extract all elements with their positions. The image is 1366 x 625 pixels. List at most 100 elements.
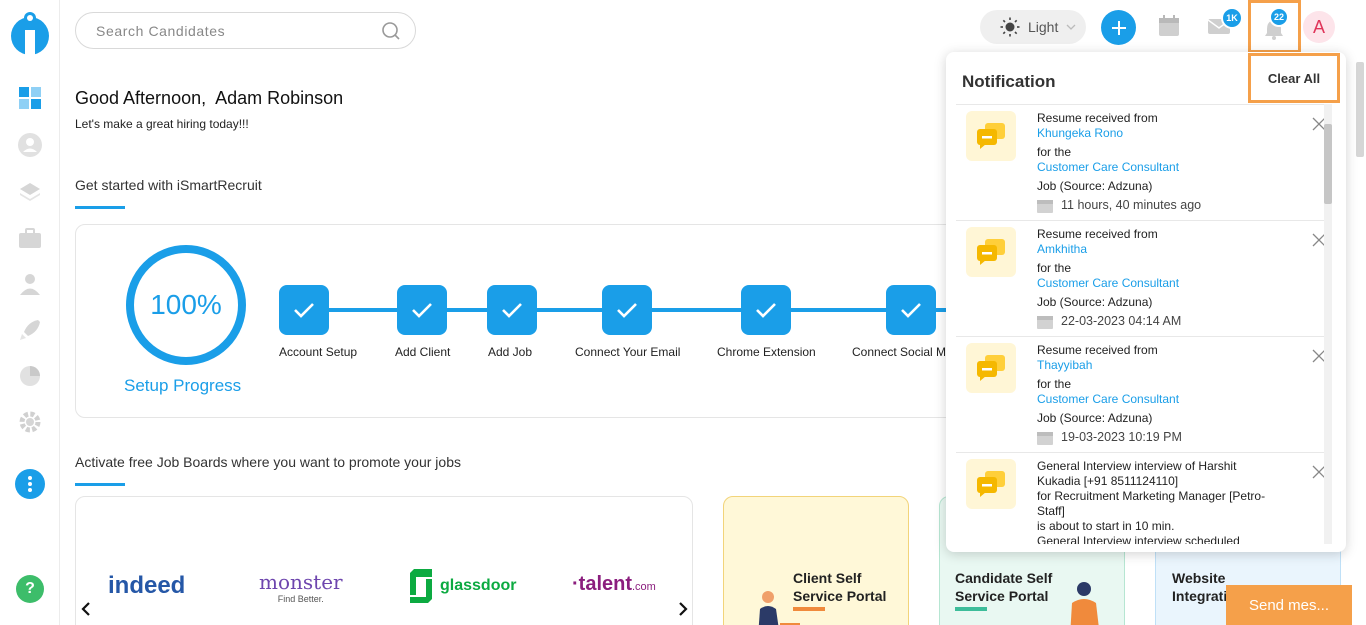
glassdoor-logo[interactable]: glassdoor	[410, 569, 516, 603]
help-button[interactable]: ?	[16, 575, 44, 603]
notification-source: Job (Source: Adzuna)	[1037, 179, 1153, 193]
close-icon[interactable]	[1312, 465, 1324, 479]
job-title-link[interactable]: Customer Care Consultant	[1037, 160, 1180, 174]
user-avatar[interactable]: A	[1303, 11, 1335, 43]
calendar-icon	[1037, 431, 1053, 445]
reports-pie-icon[interactable]	[18, 364, 42, 388]
candidate-name-link[interactable]: Amkhitha	[1037, 242, 1088, 256]
carousel-next-arrow-icon[interactable]	[678, 601, 688, 622]
notification-content: General Interview interview of Harshit K…	[1037, 459, 1272, 544]
notification-count-badge: 22	[1269, 7, 1289, 27]
step-connect-social[interactable]	[886, 285, 936, 335]
notification-list: Resume received from Khungeka Rono for t…	[956, 104, 1324, 544]
notification-scrollbar[interactable]	[1324, 104, 1332, 544]
dashboard-icon[interactable]	[18, 86, 42, 110]
notifications-bell-button[interactable]: 22	[1248, 0, 1301, 53]
theme-toggle-dropdown[interactable]: Light	[980, 10, 1086, 44]
rocket-icon[interactable]	[18, 318, 42, 342]
talent-suffix: .com	[632, 581, 656, 593]
notification-item[interactable]: Resume received from Thayyibah for the C…	[956, 337, 1324, 453]
checkmark-icon	[756, 303, 776, 318]
glassdoor-wordmark: glassdoor	[440, 577, 517, 594]
close-icon[interactable]	[1312, 349, 1324, 363]
notification-content: Resume received from Amkhitha for the Cu…	[1037, 227, 1297, 329]
step-label: Add Job	[488, 345, 533, 359]
portal-underline	[793, 607, 825, 611]
notification-line: is about to start in 10 min.	[1037, 519, 1175, 533]
calendar-icon	[1037, 315, 1053, 329]
notification-item[interactable]: Resume received from Amkhitha for the Cu…	[956, 221, 1324, 337]
page-scrollbar-thumb[interactable]	[1356, 62, 1364, 157]
monster-wordmark: monster	[259, 570, 343, 594]
layers-icon[interactable]	[18, 180, 42, 204]
sidebar: ?	[0, 0, 60, 625]
close-icon[interactable]	[1312, 117, 1324, 131]
candidate-name-link[interactable]: Khungeka Rono	[1037, 126, 1124, 140]
carousel-prev-arrow-icon[interactable]	[81, 601, 91, 622]
step-account-setup[interactable]	[279, 285, 329, 335]
step-chrome-extension[interactable]	[741, 285, 791, 335]
more-options-button[interactable]	[15, 469, 45, 499]
notification-content: Resume received from Thayyibah for the C…	[1037, 343, 1297, 445]
setup-progress-ring: 100%	[126, 245, 246, 365]
candidate-name-link[interactable]: Thayyibah	[1037, 358, 1093, 372]
search-bar[interactable]	[75, 12, 416, 49]
job-title-link[interactable]: Customer Care Consultant	[1037, 276, 1180, 290]
candidates-icon[interactable]	[18, 133, 42, 157]
close-icon[interactable]	[1312, 233, 1324, 247]
boards-section-title: Activate free Job Boards where you want …	[75, 454, 461, 470]
setup-section-title: Get started with iSmartRecruit	[75, 177, 262, 193]
sun-icon	[1000, 17, 1020, 37]
greeting-title: Good Afternoon, Adam Robinson	[75, 88, 344, 108]
chat-bubble-icon	[966, 459, 1016, 509]
step-add-client[interactable]	[397, 285, 447, 335]
step-add-job[interactable]	[487, 285, 537, 335]
setup-progress-label: Setup Progress	[124, 376, 242, 395]
setup-progress-card: 100% Setup Progress Account Setup Add Cl…	[75, 224, 975, 418]
add-new-button[interactable]	[1101, 10, 1136, 45]
notification-source: Job (Source: Adzuna)	[1037, 411, 1153, 425]
talent-logo[interactable]: ·talent.com	[572, 573, 656, 596]
job-title-link[interactable]: Customer Care Consultant	[1037, 392, 1180, 406]
ismartrecruit-logo[interactable]	[10, 10, 50, 56]
candidate-portal-title: Candidate Self Service Portal	[955, 569, 1052, 605]
calendar-button[interactable]	[1157, 14, 1181, 38]
job-boards-carousel: indeed monster Find Better. glassdoor ·t…	[75, 496, 693, 625]
client-portal-card[interactable]: Client Self Service Portal	[723, 496, 909, 625]
checkmark-icon	[294, 303, 314, 318]
notification-line: for the	[1037, 261, 1072, 275]
glassdoor-mark-icon	[410, 569, 432, 603]
calendar-icon	[1159, 15, 1179, 36]
client-portal-title: Client Self Service Portal	[793, 569, 886, 605]
portal-title-line: Website	[1172, 570, 1226, 586]
notification-line: General Interview interview scheduled	[1037, 534, 1240, 544]
notification-source: Job (Source: Adzuna)	[1037, 295, 1153, 309]
checkmark-icon	[412, 303, 432, 318]
notification-scrollbar-thumb[interactable]	[1324, 124, 1332, 204]
search-icon[interactable]	[381, 21, 401, 41]
search-input[interactable]	[96, 22, 381, 39]
step-label: Add Client	[395, 345, 451, 359]
send-message-chat-button[interactable]: Send mes...	[1226, 585, 1352, 625]
jobs-briefcase-icon[interactable]	[18, 226, 42, 250]
clear-all-button[interactable]: Clear All	[1248, 53, 1340, 103]
notification-item[interactable]: Resume received from Khungeka Rono for t…	[956, 105, 1324, 221]
greeting-subtitle: Let's make a great hiring today!!!	[75, 117, 249, 131]
boards-section-underline	[75, 483, 125, 486]
users-icon[interactable]	[18, 272, 42, 296]
settings-gear-icon[interactable]	[18, 410, 42, 434]
notification-line: for Recruitment Marketing Manager [Petro…	[1037, 489, 1266, 518]
step-label: Chrome Extension	[717, 345, 816, 359]
notification-time: 19-03-2023 10:19 PM	[1061, 430, 1182, 444]
step-connect-email[interactable]	[602, 285, 652, 335]
checkmark-icon	[901, 303, 921, 318]
notification-time: 11 hours, 40 minutes ago	[1061, 198, 1202, 212]
candidate-illustration-icon	[1070, 582, 1099, 625]
calendar-icon	[1037, 199, 1053, 213]
monster-logo[interactable]: monster Find Better.	[259, 570, 343, 604]
monster-tagline: Find Better.	[277, 594, 324, 604]
notification-panel-title: Notification	[962, 72, 1056, 91]
portal-title-line: Candidate Self	[955, 570, 1053, 586]
notification-item-interview[interactable]: General Interview interview of Harshit K…	[956, 453, 1324, 544]
indeed-logo[interactable]: indeed	[108, 572, 186, 599]
